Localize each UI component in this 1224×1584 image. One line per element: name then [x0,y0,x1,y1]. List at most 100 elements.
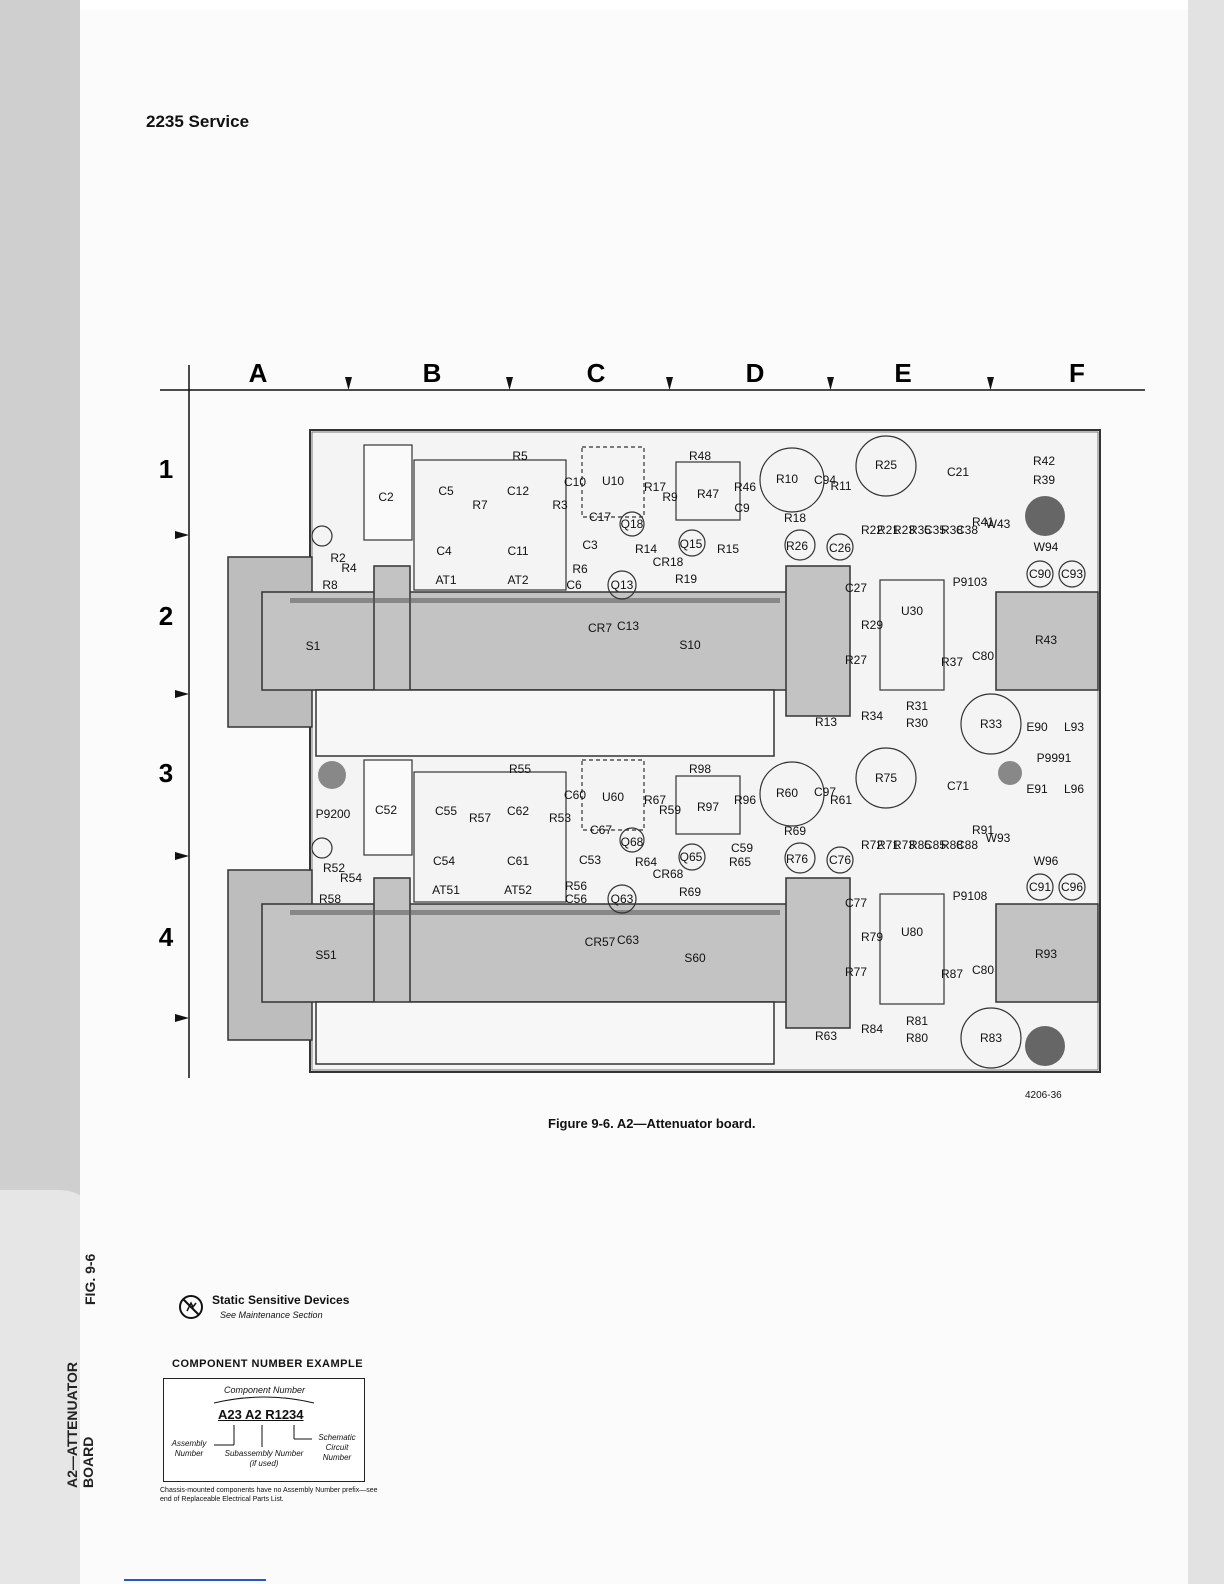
component-r72: R72 [861,838,883,852]
component-r39: R39 [1033,473,1055,487]
component-p9200: P9200 [316,807,351,821]
component-c4: C4 [436,544,452,558]
component-c26: C26 [829,541,851,555]
component-r19: R19 [675,572,697,586]
component-number-caption: Component Number [224,1385,306,1395]
component-e91: E91 [1026,782,1048,796]
bottom-blue-line [124,1579,266,1581]
component-r6: R6 [572,562,588,576]
component-r60: R60 [776,786,798,800]
component-w93: W93 [986,831,1011,845]
component-c27: C27 [845,581,867,595]
component-r64: R64 [635,855,657,869]
component-r77: R77 [845,965,867,979]
figure-caption: Figure 9-6. A2—Attenuator board. [548,1116,756,1131]
component-u30: U30 [901,604,923,618]
component-r43: R43 [1035,633,1057,647]
component-r65: R65 [729,855,751,869]
component-r29: R29 [861,618,883,632]
component-r93: R93 [1035,947,1057,961]
component-c9: C9 [734,501,750,515]
component-c59: C59 [731,841,753,855]
grid-column-E: E [894,358,911,388]
component-r76: R76 [786,852,808,866]
component-c76: C76 [829,853,851,867]
component-cr18: CR18 [653,555,684,569]
component-c10: C10 [564,475,586,489]
component-r54: R54 [340,871,362,885]
component-c13: C13 [617,619,639,633]
component-r58: R58 [319,892,341,906]
component-cr57: CR57 [585,935,616,949]
component-c94: C94 [814,473,836,487]
component-r79: R79 [861,930,883,944]
component-r55: R55 [509,762,531,776]
component-c61: C61 [507,854,529,868]
component-r88: R88 [941,838,963,852]
component-c3: C3 [582,538,598,552]
component-r87: R87 [941,967,963,981]
grid-column-B: B [423,358,442,388]
component-r57: R57 [469,811,491,825]
component-p9108: P9108 [953,889,988,903]
component-r5: R5 [512,449,528,463]
component-c38: C38 [956,523,978,537]
component-r35: R35 [909,523,931,537]
component-c93: C93 [1061,567,1083,581]
component-c53: C53 [579,853,601,867]
component-r61: R61 [830,793,852,807]
grid-row-1: 1 [159,454,173,484]
component-r97: R97 [697,800,719,814]
grid-row-3: 3 [159,758,173,788]
component-r46: R46 [734,480,756,494]
component-c96: C96 [1061,880,1083,894]
component-r96: R96 [734,793,756,807]
component-r17: R17 [644,480,666,494]
component-p9103: P9103 [953,575,988,589]
component-w43: W43 [986,517,1011,531]
component-s60: S60 [684,951,706,965]
grid-frame [160,365,1145,1078]
component-r7: R7 [472,498,488,512]
component-c12: C12 [507,484,529,498]
component-r67: R67 [644,793,666,807]
component-q18: Q18 [621,517,644,531]
component-r31: R31 [906,699,928,713]
component-c52: C52 [375,803,397,817]
component-q68: Q68 [621,835,644,849]
component-l93: L93 [1064,720,1084,734]
component-r3: R3 [552,498,568,512]
component-r41: R41 [972,515,994,529]
component-number-code: A23 A2 R1234 [218,1407,304,1422]
subassembly-number-label: Subassembly Number (if used) [224,1449,304,1468]
component-r42: R42 [1033,454,1055,468]
component-r23: R23 [893,523,915,537]
page-header: 2235 Service [146,112,250,131]
component-bodies [311,435,1086,1069]
component-q13: Q13 [611,578,634,592]
component-cr68: CR68 [653,867,684,881]
component-r15: R15 [717,542,739,556]
assembly-number-label: Assembly Number [171,1439,207,1458]
component-r26: R26 [786,539,808,553]
component-r73: R73 [893,838,915,852]
component-r10: R10 [776,472,798,486]
component-c55: C55 [435,804,457,818]
component-r53: R53 [549,811,571,825]
component-c17: C17 [589,510,611,524]
component-r80: R80 [906,1031,928,1045]
component-u10: U10 [602,474,624,488]
component-r2: R2 [330,551,346,565]
component-r59: R59 [659,803,681,817]
component-at51: AT51 [432,883,460,897]
component-c60: C60 [564,788,586,802]
grid-row-2: 2 [159,601,173,631]
component-l96: L96 [1064,782,1084,796]
component-c88: C88 [956,838,978,852]
component-s1: S1 [306,639,321,653]
component-c54: C54 [433,854,455,868]
component-r69: R69 [784,824,806,838]
component-c11: C11 [507,544,528,558]
